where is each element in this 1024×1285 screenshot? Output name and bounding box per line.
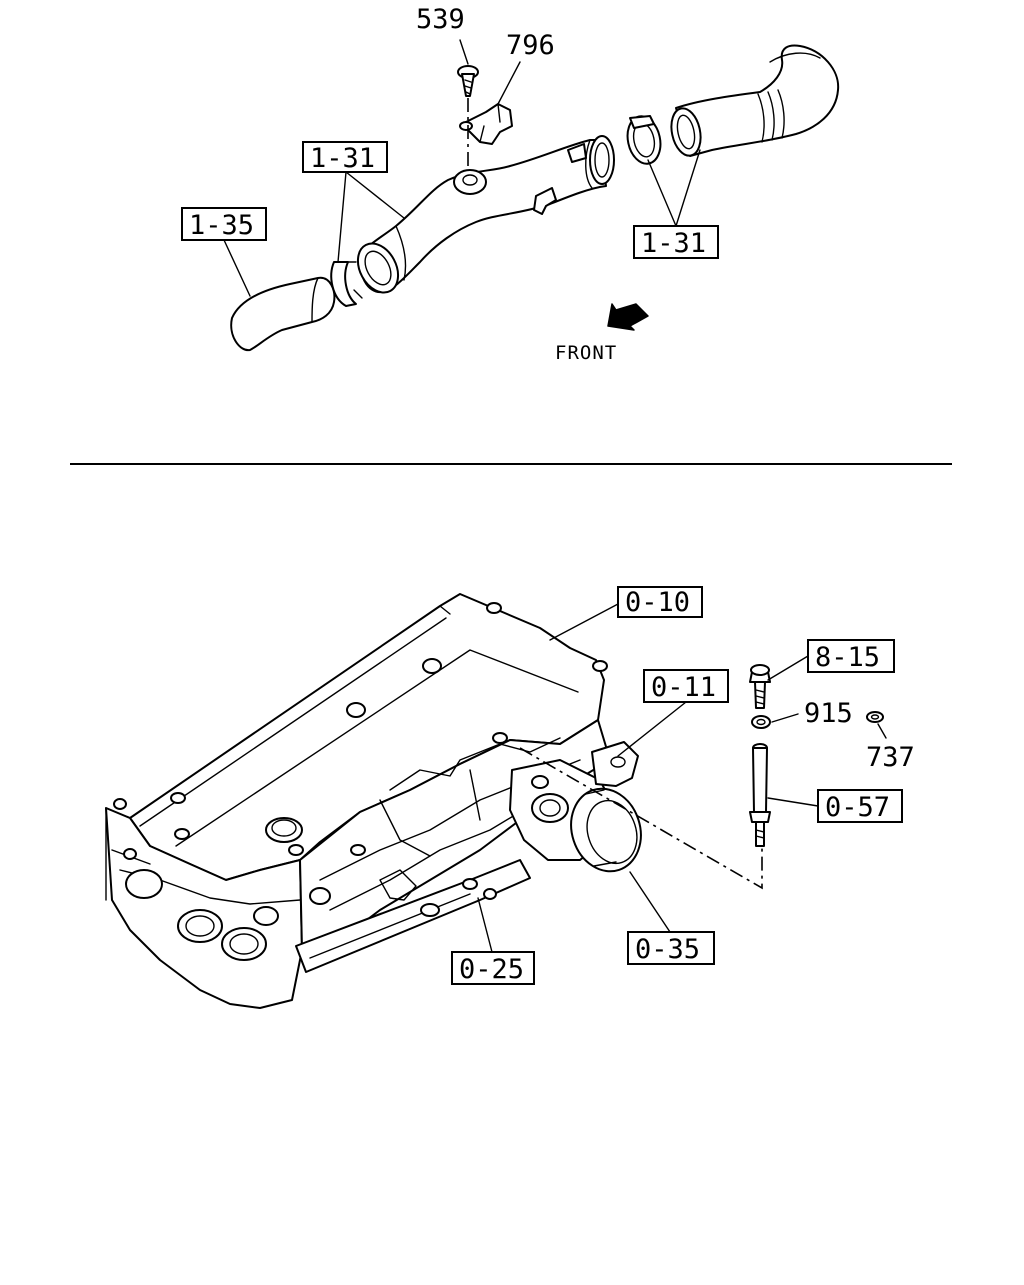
top-assembly: 539 796 1-31 1-35 1-31 FRONT: [181, 4, 840, 364]
callout-539: 539: [416, 4, 465, 35]
box-1-35: [181, 207, 267, 241]
leader-0-11: [617, 701, 687, 757]
screw-539: [457, 65, 479, 168]
clamp-right: [626, 115, 662, 165]
leader-8-15: [767, 655, 809, 681]
callout-915: 915: [804, 698, 853, 729]
leader-0-10: [549, 603, 619, 641]
leader-796: [497, 61, 521, 105]
leader-0-57: [767, 797, 819, 807]
box-8-15: [807, 639, 895, 673]
leader-915: [771, 713, 799, 723]
stud-0-57: [749, 743, 771, 847]
washer-915: [751, 715, 771, 729]
callout-1-31-left: 1-31: [310, 143, 375, 174]
box-0-35: [627, 931, 715, 965]
bolt-8-15: [749, 664, 771, 709]
bracket-796: [459, 103, 513, 145]
callout-796: 796: [506, 30, 555, 61]
callout-8-15: 8-15: [815, 642, 880, 673]
washer-737: [866, 711, 884, 723]
leader-0-25: [477, 897, 493, 953]
box-1-31-left: [302, 141, 388, 173]
callout-0-57: 0-57: [825, 792, 890, 823]
hose-right: [670, 44, 840, 157]
callout-0-25: 0-25: [459, 954, 524, 985]
leader-0-35: [629, 871, 671, 933]
callout-1-31-right: 1-31: [641, 228, 706, 259]
box-0-57: [817, 789, 903, 823]
callout-0-10: 0-10: [625, 587, 690, 618]
leader-135: [223, 239, 251, 297]
box-1-31-right: [633, 225, 719, 259]
intake-duct: [356, 135, 615, 294]
leader-737: [877, 723, 887, 739]
callout-737: 737: [866, 742, 915, 773]
arrow-down-left-icon: [607, 303, 649, 331]
leader-131-right: [647, 149, 701, 227]
leader-131-left: [337, 171, 405, 263]
callout-0-11: 0-11: [651, 672, 716, 703]
leader-539: [459, 39, 469, 65]
clamp-left: [330, 261, 363, 307]
callout-0-35: 0-35: [635, 934, 700, 965]
front-label: FRONT: [555, 342, 617, 364]
hose-left: [230, 276, 336, 352]
callout-1-35: 1-35: [189, 210, 254, 241]
flange-0-11: [591, 741, 639, 787]
box-0-10: [617, 586, 703, 618]
bottom-assembly: 0-10 0-11 8-15 915 737 0-57 0-35 0-25: [105, 586, 915, 1009]
box-0-11: [643, 669, 729, 703]
assembly-centerline: [519, 747, 763, 890]
box-0-25: [451, 951, 535, 985]
